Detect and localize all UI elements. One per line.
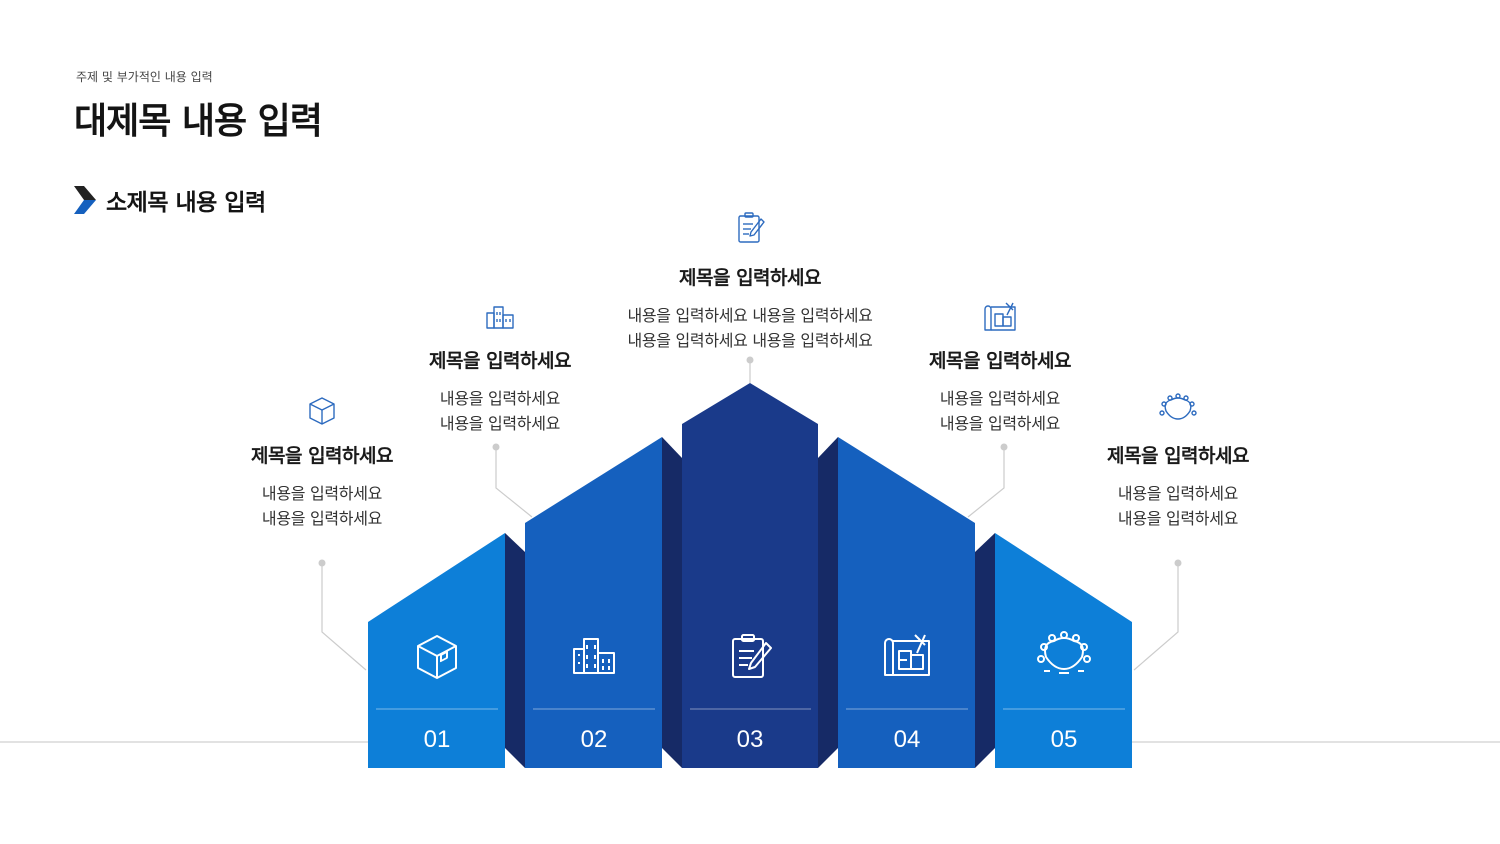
item-desc-03-line2: 내용을 입력하세요 내용을 입력하세요	[627, 331, 872, 350]
blueprint-icon-small	[984, 302, 1016, 331]
eyebrow-text: 주제 및 부가적인 내용 입력	[76, 70, 213, 84]
item-desc-01-line1: 내용을 입력하세요	[262, 484, 382, 503]
clipboard-icon	[732, 634, 772, 678]
section-subtitle: 소제목 내용 입력	[106, 190, 266, 216]
subtitle-row: 소제목 내용 입력	[74, 183, 266, 217]
column-number-01: 01	[424, 726, 451, 753]
item-desc-04-line2: 내용을 입력하세요	[940, 414, 1060, 433]
chevron-right-icon	[74, 186, 96, 214]
buildings-icon-small	[486, 306, 514, 329]
connector-line-01	[321, 563, 367, 671]
connector-line-02	[495, 447, 533, 518]
item-desc-04-line1: 내용을 입력하세요	[940, 389, 1060, 408]
item-desc-03-line1: 내용을 입력하세요 내용을 입력하세요	[627, 306, 872, 325]
item-desc-02-line2: 내용을 입력하세요	[440, 414, 560, 433]
connector-line-05	[1133, 563, 1179, 671]
box-icon	[417, 635, 457, 679]
item-desc-02-line1: 내용을 입력하세요	[440, 389, 560, 408]
column-03	[682, 383, 818, 768]
clipboard-icon-small	[738, 212, 765, 243]
connector-dot-04	[1000, 443, 1008, 451]
item-desc-05-line2: 내용을 입력하세요	[1118, 509, 1238, 528]
shadow-strip-3	[818, 437, 838, 768]
connector-dot-03	[746, 356, 754, 364]
connector-dot-01	[318, 559, 326, 567]
shadow-strip-4	[975, 533, 995, 768]
column-01	[368, 533, 505, 768]
item-desc-05-line1: 내용을 입력하세요	[1118, 484, 1238, 503]
column-05	[995, 533, 1132, 768]
item-title-05: 제목을 입력하세요	[1107, 445, 1249, 467]
meeting-icon-small	[1159, 393, 1197, 420]
connector-line-04	[967, 447, 1005, 518]
meeting-icon	[1037, 631, 1091, 674]
item-title-01: 제목을 입력하세요	[251, 445, 393, 467]
column-number-04: 04	[894, 726, 921, 753]
connector-dot-05	[1174, 559, 1182, 567]
column-number-03: 03	[737, 726, 764, 753]
box-icon-small	[309, 397, 335, 425]
connector-dot-02	[492, 443, 500, 451]
shadow-strip-2	[662, 437, 682, 768]
column-02	[525, 437, 662, 768]
item-title-04: 제목을 입력하세요	[929, 350, 1071, 372]
item-title-02: 제목을 입력하세요	[429, 350, 571, 372]
item-title-03: 제목을 입력하세요	[679, 267, 821, 289]
column-number-05: 05	[1051, 726, 1078, 753]
column-04	[838, 437, 975, 768]
blueprint-icon	[884, 634, 930, 676]
buildings-icon	[573, 638, 615, 674]
item-desc-01-line2: 내용을 입력하세요	[262, 509, 382, 528]
shadow-strip-1	[505, 533, 525, 768]
column-number-02: 02	[581, 726, 608, 753]
page-title: 대제목 내용 입력	[74, 101, 323, 142]
